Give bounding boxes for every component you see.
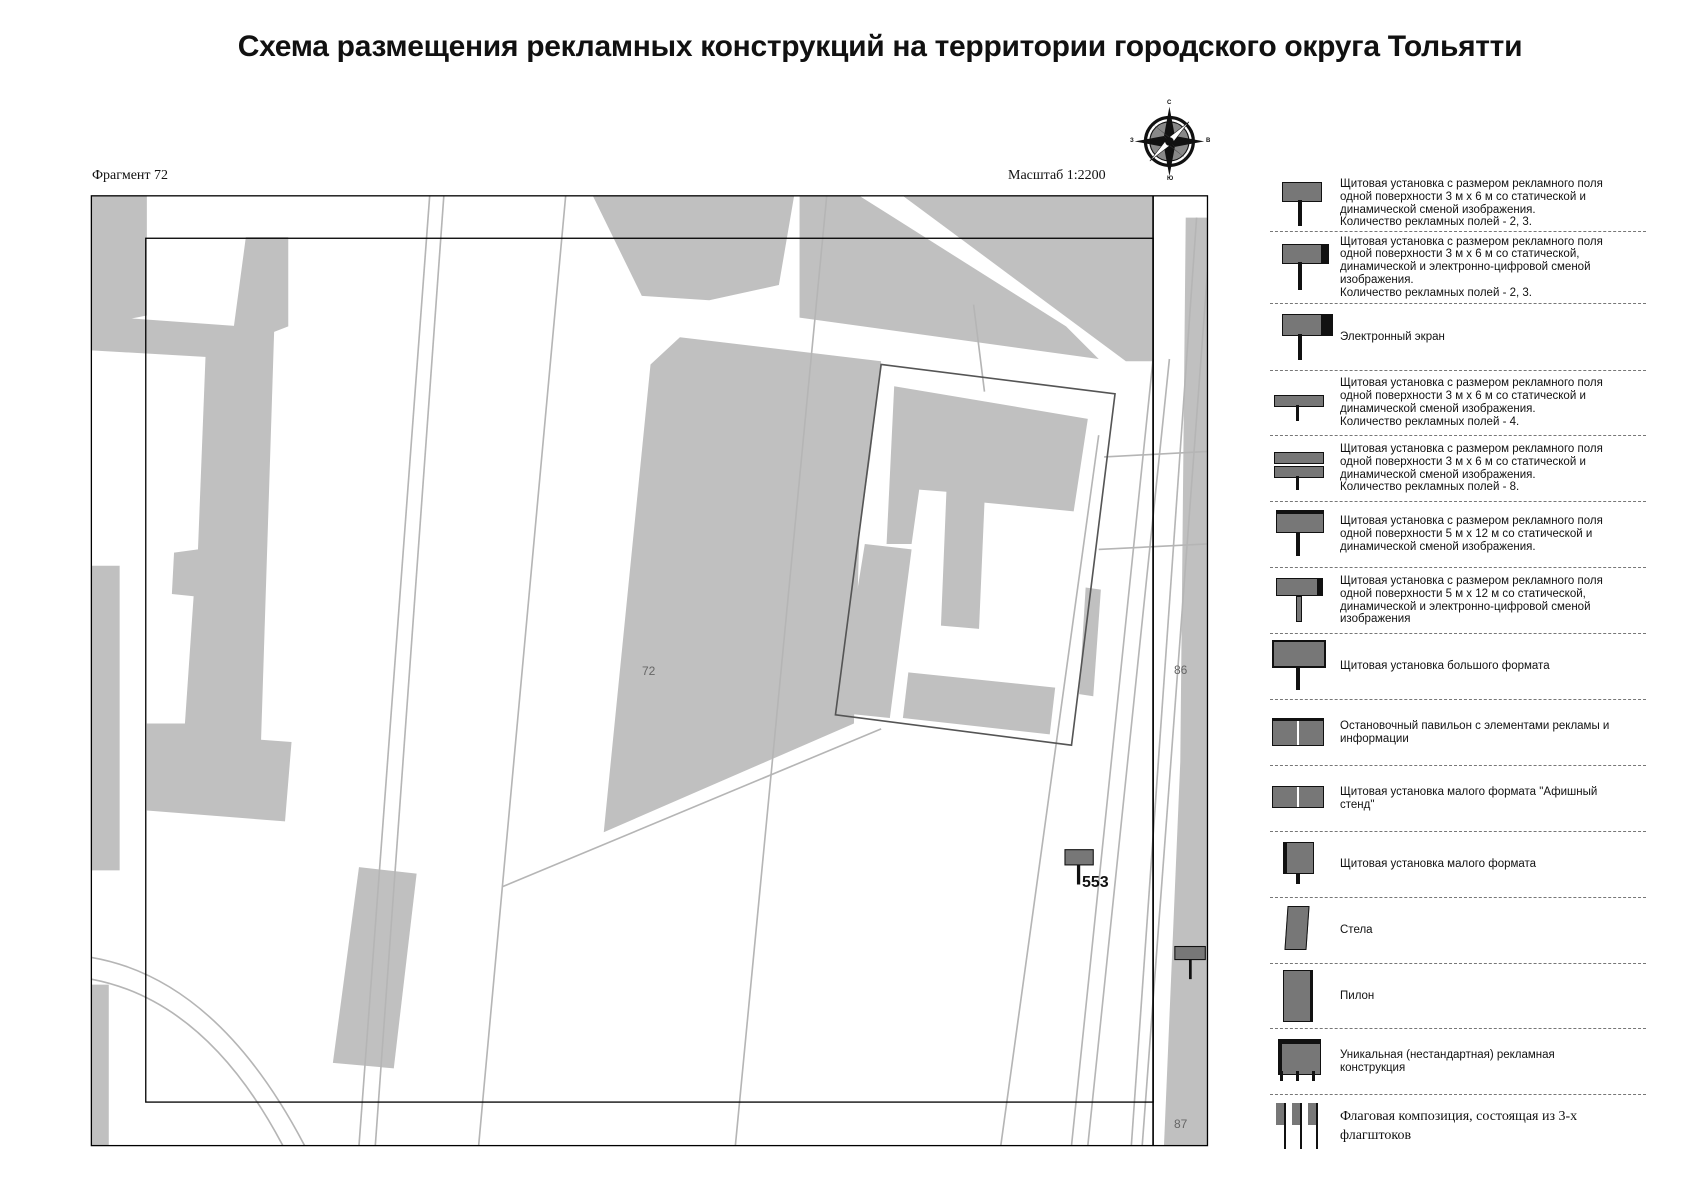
sign-number-label[interactable]: 553	[1082, 874, 1109, 891]
house-label-87: 87	[1174, 1117, 1188, 1131]
map-frame	[90, 195, 1209, 1147]
block-label-72: 72	[642, 664, 656, 678]
left-bottom-area	[91, 984, 109, 1146]
legend: Щитовая установка с размером рекламного …	[1270, 176, 1646, 1157]
legend-item: Щитовая установка с размером рекламного …	[1270, 436, 1646, 502]
pylon-icon	[1270, 964, 1332, 1028]
compass-rose-icon	[1134, 106, 1205, 177]
large-format-billboard-icon	[1270, 634, 1332, 699]
legend-item: Пилон	[1270, 964, 1646, 1029]
unique-structure-icon	[1270, 1029, 1332, 1094]
billboard-4-fields-icon	[1270, 371, 1332, 435]
upper-band	[91, 315, 242, 360]
legend-item: Флаговая композиция, состоящая из 3-х фл…	[1270, 1095, 1646, 1157]
building-side	[1079, 587, 1101, 697]
top-area-2	[799, 195, 1099, 360]
bottom-left-building	[332, 867, 417, 1069]
legend-item: Щитовая установка с размером рекламного …	[1270, 176, 1646, 232]
legend-item: Щитовая установка с размером рекламного …	[1270, 568, 1646, 634]
compass-north: С	[1167, 100, 1172, 106]
scale-label: Масштаб 1:2200	[1008, 168, 1106, 183]
legend-item: Электронный экран	[1270, 304, 1646, 371]
billboard-5x12-icon	[1270, 502, 1332, 567]
billboard-5x12-digital-icon	[1270, 568, 1332, 633]
sign-553-icon	[1064, 849, 1094, 885]
building-bottom	[902, 672, 1056, 735]
legend-item: Щитовая установка малого формата "Афишны…	[1270, 766, 1646, 832]
billboard-3x6-icon	[1270, 176, 1332, 231]
top-area-1	[592, 195, 795, 301]
block-72	[603, 337, 882, 833]
electronic-screen-icon	[1270, 304, 1333, 370]
building-main	[886, 386, 1088, 629]
legend-item: Щитовая установка с размером рекламного …	[1270, 371, 1646, 436]
legend-item: Щитовая установка малого формата	[1270, 832, 1646, 898]
bus-stop-pavilion-icon	[1270, 700, 1332, 765]
right-strip	[1163, 217, 1208, 1146]
left-lower-area	[91, 565, 120, 871]
billboard-8-fields-icon	[1270, 436, 1332, 501]
stele-icon	[1270, 898, 1332, 963]
top-area-3	[902, 195, 1154, 362]
poster-stand-icon	[1270, 766, 1332, 831]
compass-east: В	[1206, 138, 1211, 144]
building-annex	[837, 543, 912, 719]
compass-west: З	[1130, 138, 1134, 144]
legend-item: Уникальная (нестандартная) рекламная кон…	[1270, 1029, 1646, 1095]
sign-87-icon	[1174, 945, 1206, 980]
flag-composition-icon	[1270, 1095, 1332, 1157]
legend-item: Щитовая установка с размером рекламного …	[1270, 232, 1646, 304]
legend-item: Щитовая установка с размером рекламного …	[1270, 502, 1646, 568]
legend-item: Остановочный павильон с элементами рекла…	[1270, 700, 1646, 766]
small-format-billboard-icon	[1270, 832, 1332, 897]
legend-item: Стела	[1270, 898, 1646, 964]
legend-item: Щитовая установка большого формата	[1270, 634, 1646, 700]
left-strip	[91, 195, 147, 327]
fragment-label: Фрагмент 72	[92, 168, 169, 183]
compass-south: Ю	[1167, 176, 1174, 182]
left-building	[146, 237, 292, 822]
page-title: Схема размещения рекламных конструкций н…	[237, 30, 1523, 63]
house-label-86: 86	[1174, 663, 1188, 677]
billboard-3x6-digital-icon	[1270, 232, 1332, 303]
land-plot-outline	[834, 363, 1116, 747]
